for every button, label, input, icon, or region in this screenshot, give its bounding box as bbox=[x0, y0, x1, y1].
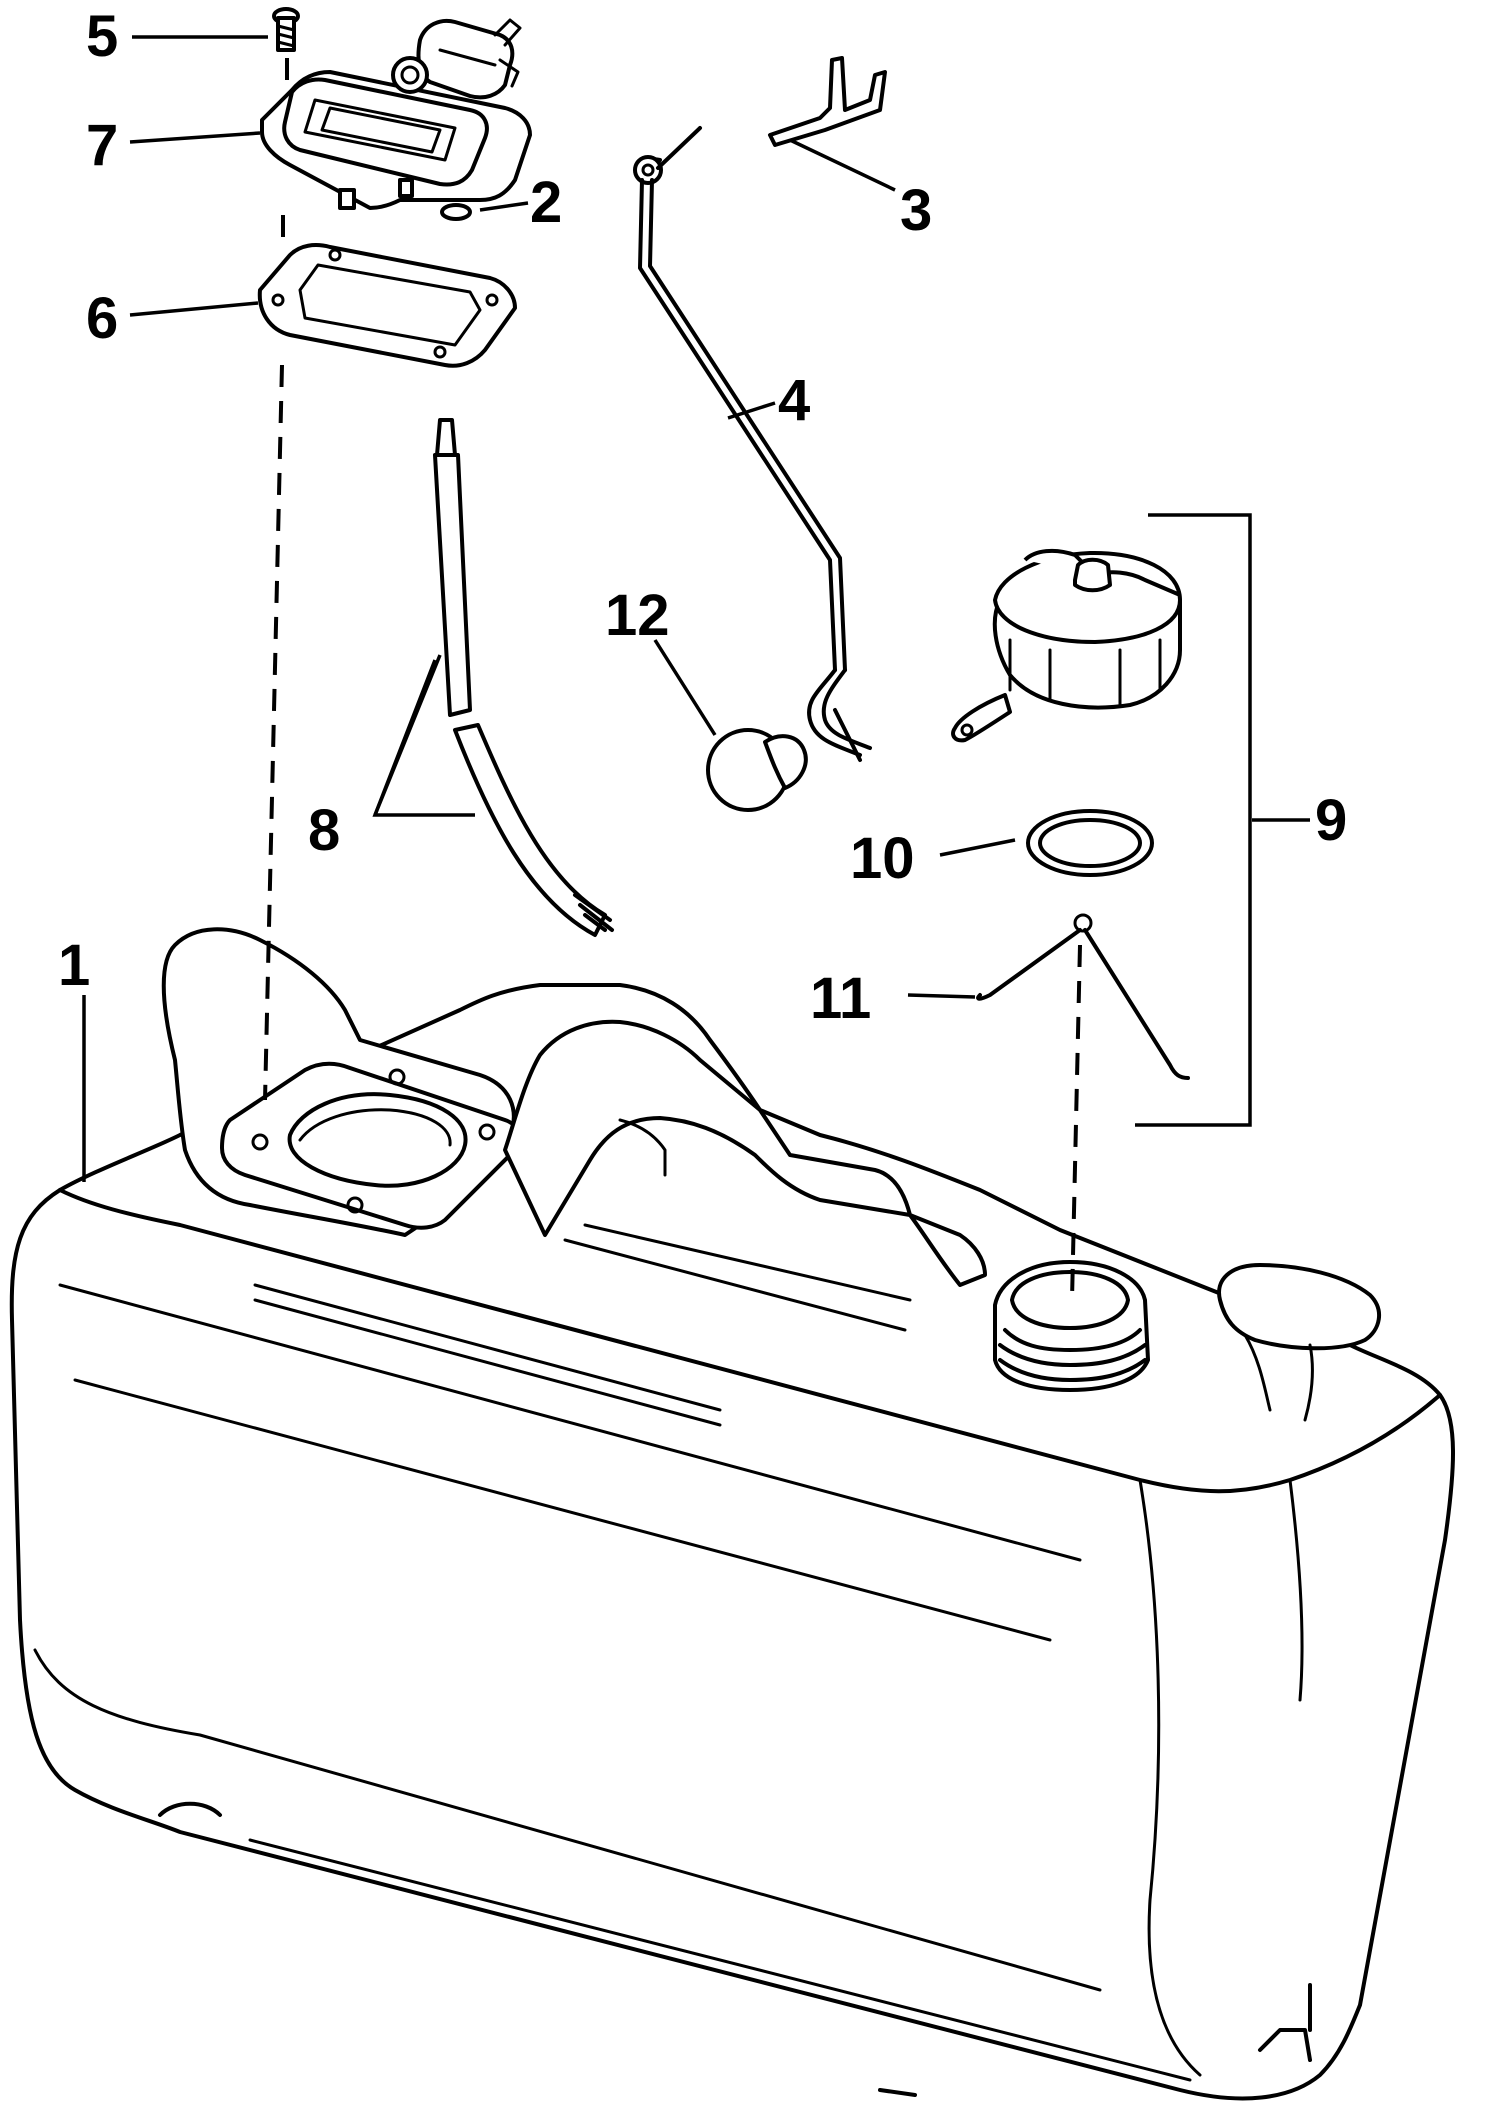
tank-carry-handle bbox=[503, 1019, 987, 1332]
callout-3: 3 bbox=[900, 178, 932, 243]
callout-4: 4 bbox=[778, 368, 810, 433]
leader-10 bbox=[939, 838, 1016, 857]
float-arm-bracket bbox=[768, 56, 887, 147]
gasket bbox=[257, 243, 517, 368]
leader-12 bbox=[653, 639, 717, 736]
callout-8: 8 bbox=[308, 798, 340, 863]
cap-tether bbox=[976, 913, 1190, 1080]
callout-1: 1 bbox=[58, 933, 90, 998]
callout-10: 10 bbox=[850, 826, 915, 891]
assembly-line-gasket-to-tank bbox=[263, 364, 284, 1101]
filler-cap bbox=[951, 548, 1182, 743]
leader-7 bbox=[129, 131, 261, 144]
o-ring-small bbox=[440, 203, 472, 221]
leader-11 bbox=[907, 993, 976, 999]
tank-pickup-boss bbox=[161, 927, 523, 1237]
cap-gasket bbox=[1026, 809, 1154, 877]
leader-4 bbox=[727, 401, 776, 420]
callout-12: 12 bbox=[605, 583, 670, 648]
screw bbox=[272, 7, 300, 52]
leader-2 bbox=[479, 201, 529, 212]
pickup-tube bbox=[433, 418, 614, 937]
callout-2: 2 bbox=[530, 170, 562, 235]
callout-9: 9 bbox=[1315, 788, 1347, 853]
callout-11: 11 bbox=[810, 966, 871, 1031]
group-bracket-9 bbox=[1135, 513, 1252, 1127]
callout-6: 6 bbox=[86, 286, 118, 351]
leader-3 bbox=[789, 138, 896, 192]
fuel-gauge-housing bbox=[260, 18, 532, 210]
leader-lines bbox=[82, 35, 1310, 1182]
callout-5: 5 bbox=[86, 4, 118, 69]
tank-vent-boss bbox=[1217, 1263, 1381, 1422]
tank-filler-neck bbox=[993, 1260, 1150, 1392]
leader-6 bbox=[129, 301, 259, 317]
leader-8-b bbox=[373, 654, 442, 816]
float bbox=[706, 728, 808, 812]
callout-7: 7 bbox=[86, 113, 118, 178]
assembly-line-cap-to-neck bbox=[1070, 944, 1082, 1301]
